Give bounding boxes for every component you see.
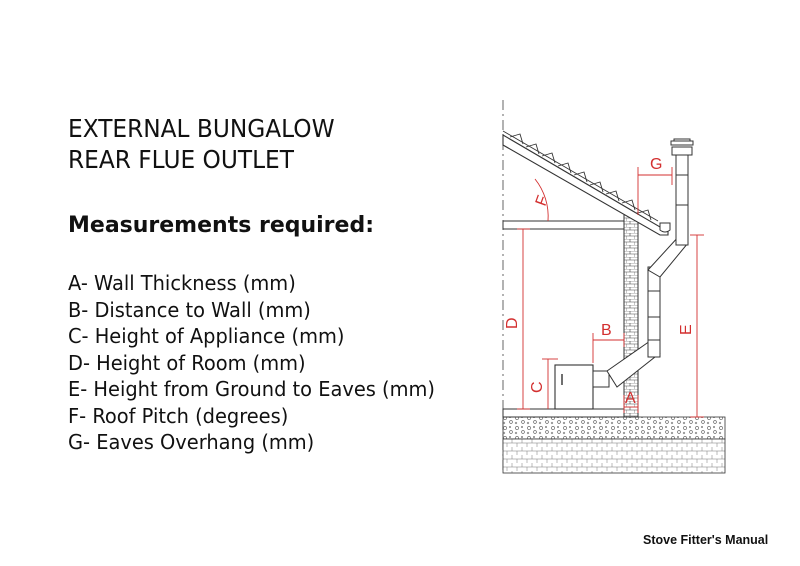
flue-pipe [592,138,693,388]
label-c: C [529,381,546,393]
stove [554,364,594,410]
ground-gravel [502,416,726,440]
label-g: G [650,156,662,173]
measurement-item-a: A- Wall Thickness (mm) [68,271,296,295]
measurement-item-e: E- Height from Ground to Eaves (mm) [68,377,435,401]
flue-cap [670,140,694,146]
label-b: B [601,322,612,339]
label-f: F [533,193,552,208]
label-e: E [678,324,695,335]
measurement-item-b: B- Distance to Wall (mm) [68,297,311,322]
measurement-item-g: G- Eaves Overhang (mm) [68,430,315,454]
label-a: A [625,390,636,407]
footer-credit: Stove Fitter's Manual [643,533,769,547]
measurement-item-d: D- Height of Room (mm) [68,350,306,375]
measurement-item-f: F- Roof Pitch (degrees) [68,403,289,428]
roof [502,134,669,236]
gutter [659,222,671,233]
measurement-item-c: C- Height of Appliance (mm) [68,324,345,348]
roof-tiles [502,130,659,222]
brick-wall [623,212,639,418]
dimension-lines [517,167,704,418]
title-line-1: EXTERNAL BUNGALOW [68,114,335,143]
flue-section-diagram: A B C D E F G [502,100,726,474]
measurements-list: A- Wall Thickness (mm) B- Distance to Wa… [68,270,446,456]
ground-paving [502,438,726,474]
ceiling [502,220,629,230]
title-line-2: REAR FLUE OUTLET [68,145,294,174]
label-d: D [504,317,521,329]
measurements-heading: Measurements required: [68,213,375,238]
floor-slab [502,408,629,418]
